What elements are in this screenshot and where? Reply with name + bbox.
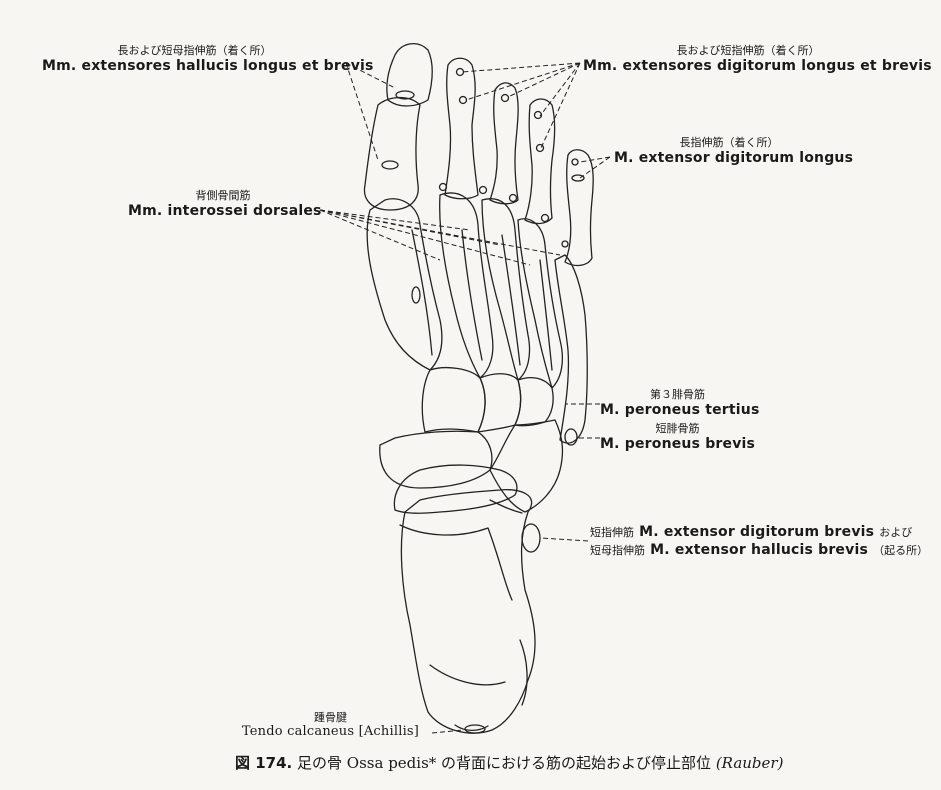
cuneiform-intermediate <box>477 373 522 433</box>
label-ext-dig-longus-jp: 長指伸筋（着く所） <box>679 136 779 149</box>
label-ext-brevis-latin2: M. extensor hallucis brevis <box>650 542 868 559</box>
metatarsal-2 <box>439 192 494 379</box>
label-ext-dig-longus: 長指伸筋（着く所） M. extensor digitorum longus <box>614 136 854 166</box>
metatarsal-5 <box>554 254 588 444</box>
label-peroneus-tertius: 第３腓骨筋 M. peroneus tertius <box>600 388 760 418</box>
leader-interossei <box>319 209 561 266</box>
attachment-toe5b <box>571 158 579 166</box>
leader-achilles <box>431 729 465 734</box>
attachment-toe4 <box>533 110 543 120</box>
attachment-toe2b <box>458 95 468 105</box>
label-ext-brevis-jp1: 短指伸筋 <box>590 526 634 539</box>
leader-hallucis <box>345 62 396 161</box>
label-peroneus-tertius-latin: M. peroneus tertius <box>600 401 760 418</box>
label-interossei-jp: 背側骨間筋 <box>195 189 251 202</box>
metatarsal-3 <box>481 198 531 381</box>
toe2-phalanges <box>444 57 479 200</box>
cuneiform-medial <box>421 367 486 433</box>
attachment-toe5 <box>571 174 585 182</box>
figure-caption: 図 174. 足の骨 Ossa pedis* の背面における筋の起始および停止部… <box>235 752 783 773</box>
label-ext-digitorum-jp: 長および短指伸筋（着く所） <box>676 44 820 57</box>
label-ext-brevis-jp2: 短母指伸筋 <box>590 544 645 558</box>
label-ext-hallucis: 長および短母指伸筋（着く所） Mm. extensores hallucis l… <box>42 44 374 74</box>
metatarsal-4 <box>517 218 563 389</box>
hallux-proximal-phalanx <box>363 96 421 211</box>
caption-fig-label: 図 174. <box>235 754 293 772</box>
attachment-hallucis-distal <box>395 90 415 100</box>
cuneiform-lateral <box>514 377 554 427</box>
label-peroneus-brevis-jp: 短腓骨筋 <box>655 422 700 435</box>
label-peroneus-tertius-jp: 第３腓骨筋 <box>650 388 705 401</box>
label-interossei-latin: Mm. interossei dorsales <box>128 202 322 219</box>
attachment-toe2 <box>455 67 465 77</box>
label-ext-brevis-suffix: （起る所） <box>873 544 929 558</box>
attachment-hallucis-proximal <box>381 160 399 170</box>
attachment-toe3 <box>500 93 510 103</box>
calcaneus-bone <box>400 489 536 734</box>
attachment-ext-brevis-origin <box>521 523 541 553</box>
label-ext-brevis-latin1: M. extensor digitorum brevis <box>639 524 875 540</box>
leader-digitorum <box>461 62 581 149</box>
label-ext-digitorum: 長および短指伸筋（着く所） Mm. extensores digitorum l… <box>583 44 932 74</box>
label-interossei: 背側骨間筋 Mm. interossei dorsales <box>128 189 322 219</box>
label-ext-dig-longus-latin: M. extensor digitorum longus <box>614 149 854 166</box>
leader-dig-longus <box>579 156 611 179</box>
label-achilles: 踵骨腱 Tendo calcaneus [Achillis] <box>228 711 433 740</box>
navicular-bone <box>379 430 493 489</box>
label-achilles-jp: 踵骨腱 <box>314 711 347 724</box>
attachment-achilles <box>464 724 486 734</box>
toe5-phalanges <box>564 149 594 267</box>
leader-ext-brevis <box>540 537 589 542</box>
cuboid-bone <box>489 419 564 513</box>
attachment-peroneus-brevis <box>564 428 578 446</box>
label-peroneus-brevis-latin: M. peroneus brevis <box>600 435 756 452</box>
label-ext-brevis-origin: 短指伸筋 M. extensor digitorum brevis および 短母… <box>590 522 928 559</box>
hallux-distal-phalanx <box>386 43 433 107</box>
toe3-phalanges <box>489 82 519 205</box>
label-ext-brevis-conj: および <box>879 526 913 539</box>
label-ext-digitorum-latin: Mm. extensores digitorum longus et brevi… <box>583 57 932 74</box>
label-ext-hallucis-jp: 長および短母指伸筋（着く所） <box>117 44 272 57</box>
attachment-toe4b <box>535 143 545 153</box>
caption-text: 足の骨 Ossa pedis* の背面における筋の起始および停止部位 <box>297 754 712 772</box>
metatarsal-1 <box>366 198 443 371</box>
caption-author: (Rauber) <box>715 754 784 772</box>
toe4-phalanges <box>524 98 556 225</box>
talus-bone <box>393 464 518 514</box>
label-achilles-latin: Tendo calcaneus [Achillis] <box>241 723 420 739</box>
label-ext-hallucis-latin: Mm. extensores hallucis longus et brevis <box>42 57 374 74</box>
label-peroneus-brevis: 短腓骨筋 M. peroneus brevis <box>600 422 756 452</box>
